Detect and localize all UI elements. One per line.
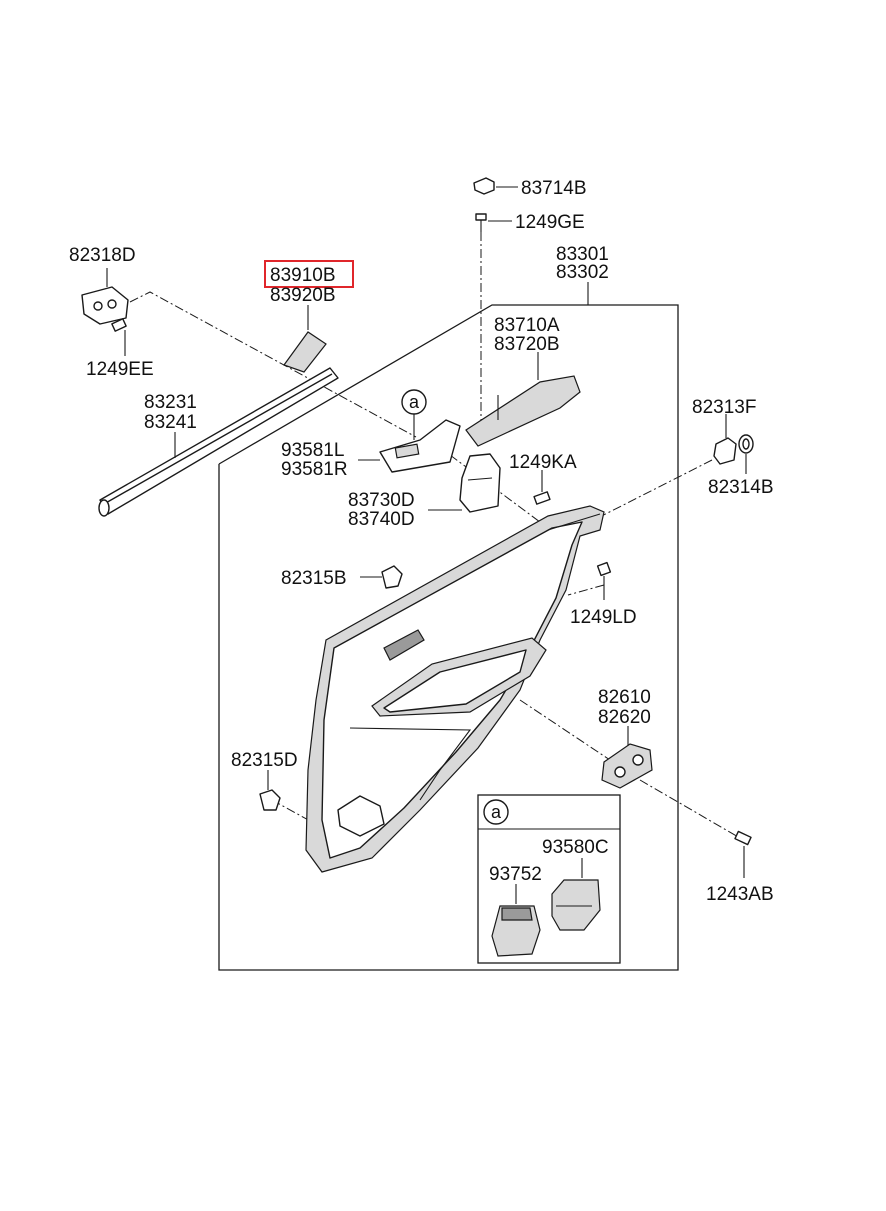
label-83714b: 83714B <box>521 178 587 199</box>
bracket-82318d <box>81 268 129 325</box>
label-83231: 83231 <box>144 392 197 413</box>
label-93581r: 93581R <box>281 459 348 480</box>
inside-handle-82610 <box>601 726 653 789</box>
label-83920b: 83920B <box>270 285 336 306</box>
weatherstrip-83231 <box>98 367 339 517</box>
label-82313f: 82313F <box>692 397 756 418</box>
label-ref-a: a <box>409 392 420 412</box>
label-83302: 83302 <box>556 262 609 283</box>
label-93752: 93752 <box>489 864 542 885</box>
label-82620: 82620 <box>598 707 651 728</box>
detail-box-a <box>477 794 621 964</box>
handle-housing-83730d <box>428 453 501 513</box>
screw-1243ab <box>734 830 752 878</box>
clip-82315b <box>360 565 403 589</box>
label-93581l: 93581L <box>281 440 344 461</box>
door-trim-panel <box>305 505 605 873</box>
label-83710a: 83710A <box>494 315 560 336</box>
label-detail-ref: a <box>491 802 502 822</box>
label-1243ab: 1243AB <box>706 884 774 905</box>
assembly-frame <box>218 282 679 971</box>
label-82315d: 82315D <box>231 750 298 771</box>
highlight-box <box>264 260 354 288</box>
ref-a-marker <box>401 389 427 440</box>
label-1249ld: 1249LD <box>570 607 637 628</box>
label-82315b: 82315B <box>281 568 347 589</box>
label-1249ge: 1249GE <box>515 212 585 233</box>
label-1249ka: 1249KA <box>509 452 577 473</box>
label-93580c: 93580C <box>542 837 609 858</box>
switch-bezel-93581l <box>358 419 461 473</box>
label-83301: 83301 <box>556 244 609 265</box>
garnish-83910b <box>283 305 327 373</box>
clip-82315d <box>259 770 281 811</box>
label-82610: 82610 <box>598 687 651 708</box>
fastener-82313f <box>713 414 754 474</box>
screw-1249ka <box>533 470 551 505</box>
label-1249ee: 1249EE <box>86 359 154 380</box>
label-83910b: 83910B <box>270 265 336 286</box>
label-83730d: 83730D <box>348 490 415 511</box>
label-83241: 83241 <box>144 412 197 433</box>
label-82314b: 82314B <box>708 477 774 498</box>
label-82318d: 82318D <box>69 245 136 266</box>
screw-1249ee <box>111 318 127 356</box>
label-83740d: 83740D <box>348 509 415 530</box>
clip-83714b <box>473 177 518 195</box>
screw-1249ge <box>475 213 512 232</box>
screw-1249ld <box>596 561 612 600</box>
armrest-83710a <box>465 352 581 447</box>
label-83720b: 83720B <box>494 334 560 355</box>
